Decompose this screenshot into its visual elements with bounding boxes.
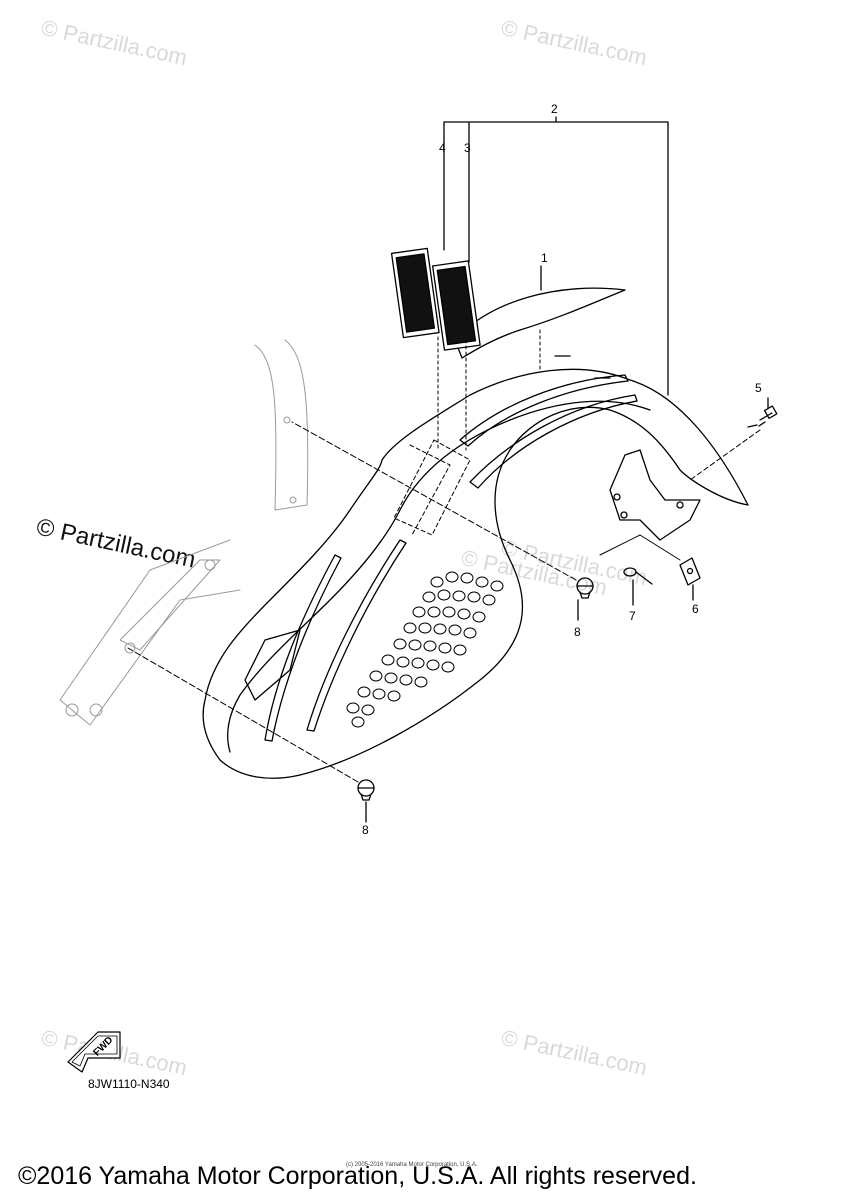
- fwd-arrow-icon: [67, 1031, 121, 1073]
- decal-placement-outline: [393, 439, 471, 536]
- callout-2: 2: [551, 102, 558, 116]
- rear-fender: [202, 368, 749, 779]
- fender-cutout: [244, 629, 301, 701]
- clip-nut-6: [679, 557, 701, 586]
- fender-trim-strip: [454, 287, 626, 359]
- tiny-copyright-notice: (c) 2005-2016 Yamaha Motor Corporation, …: [346, 1162, 478, 1168]
- decal-label-3: [431, 260, 481, 351]
- callout-8-upper: 8: [574, 625, 581, 639]
- callout-1: 1: [541, 251, 548, 265]
- bolt-8-lower: [357, 779, 375, 801]
- diagram-code: 8JW1110-N340: [88, 1077, 170, 1091]
- rivet-7: [623, 567, 653, 585]
- bolt-8-upper: [576, 577, 594, 599]
- leader-2: [443, 116, 669, 396]
- mount-bracket: [609, 449, 701, 541]
- frame-rail-upper: [254, 339, 309, 511]
- callout-7: 7: [629, 609, 636, 623]
- callout-6: 6: [692, 602, 699, 616]
- callout-4: 4: [439, 141, 446, 155]
- vent-holes: [346, 571, 504, 728]
- callout-8-lower: 8: [362, 823, 369, 837]
- callout-5: 5: [755, 381, 762, 395]
- fender-slots: [264, 355, 638, 742]
- frame-rail-lower: [59, 539, 241, 726]
- decal-label-4: [390, 247, 440, 339]
- copyright-footer: ©2016 Yamaha Motor Corporation, U.S.A. A…: [18, 1162, 697, 1190]
- bolt-5: [747, 405, 778, 428]
- callout-3: 3: [464, 141, 471, 155]
